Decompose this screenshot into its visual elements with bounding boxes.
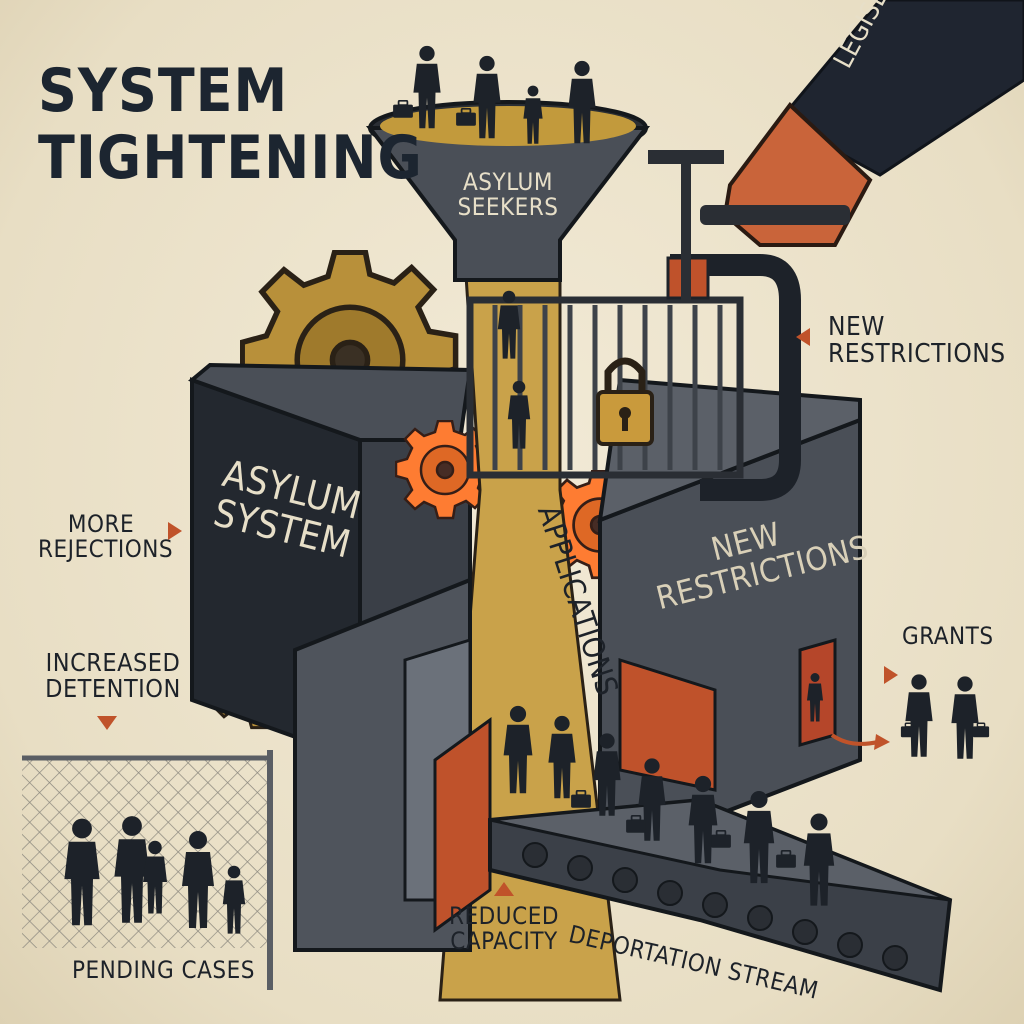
asylum-seekers-label: ASYLUM SEEKERS: [457, 168, 559, 222]
new-restrictions-pointer: [796, 328, 810, 346]
more-rejections-pointer: [168, 522, 182, 540]
reduced-capacity-pointer: [494, 882, 514, 896]
padlock-icon: [596, 357, 654, 446]
increased-detention-pointer: [97, 716, 117, 730]
person-icon: [905, 674, 933, 757]
conveyor-belt-icon: [488, 797, 953, 993]
locked-gate: [466, 296, 744, 479]
door-icon: [618, 657, 717, 792]
grants-label: GRANTS: [902, 622, 994, 650]
grants-exit-arrow: [830, 733, 879, 746]
pending-cases-label: PENDING CASES: [72, 956, 255, 984]
clamp-icon: [648, 150, 801, 501]
more-rejections-label: MORE REJECTIONS: [38, 510, 174, 564]
grants-pointer: [884, 666, 898, 684]
person-icon: [951, 676, 979, 759]
door-icon: [433, 717, 492, 933]
new-restrictions-side-label: NEW RESTRICTIONS: [828, 312, 1006, 370]
suitcase-icon: [972, 722, 990, 738]
increased-detention-label: INCREASED DETENTION: [45, 648, 181, 704]
restrictions-wall: [597, 377, 862, 863]
reduced-capacity-label: REDUCED CAPACITY: [449, 902, 559, 956]
hand-icon: [700, 0, 1024, 247]
